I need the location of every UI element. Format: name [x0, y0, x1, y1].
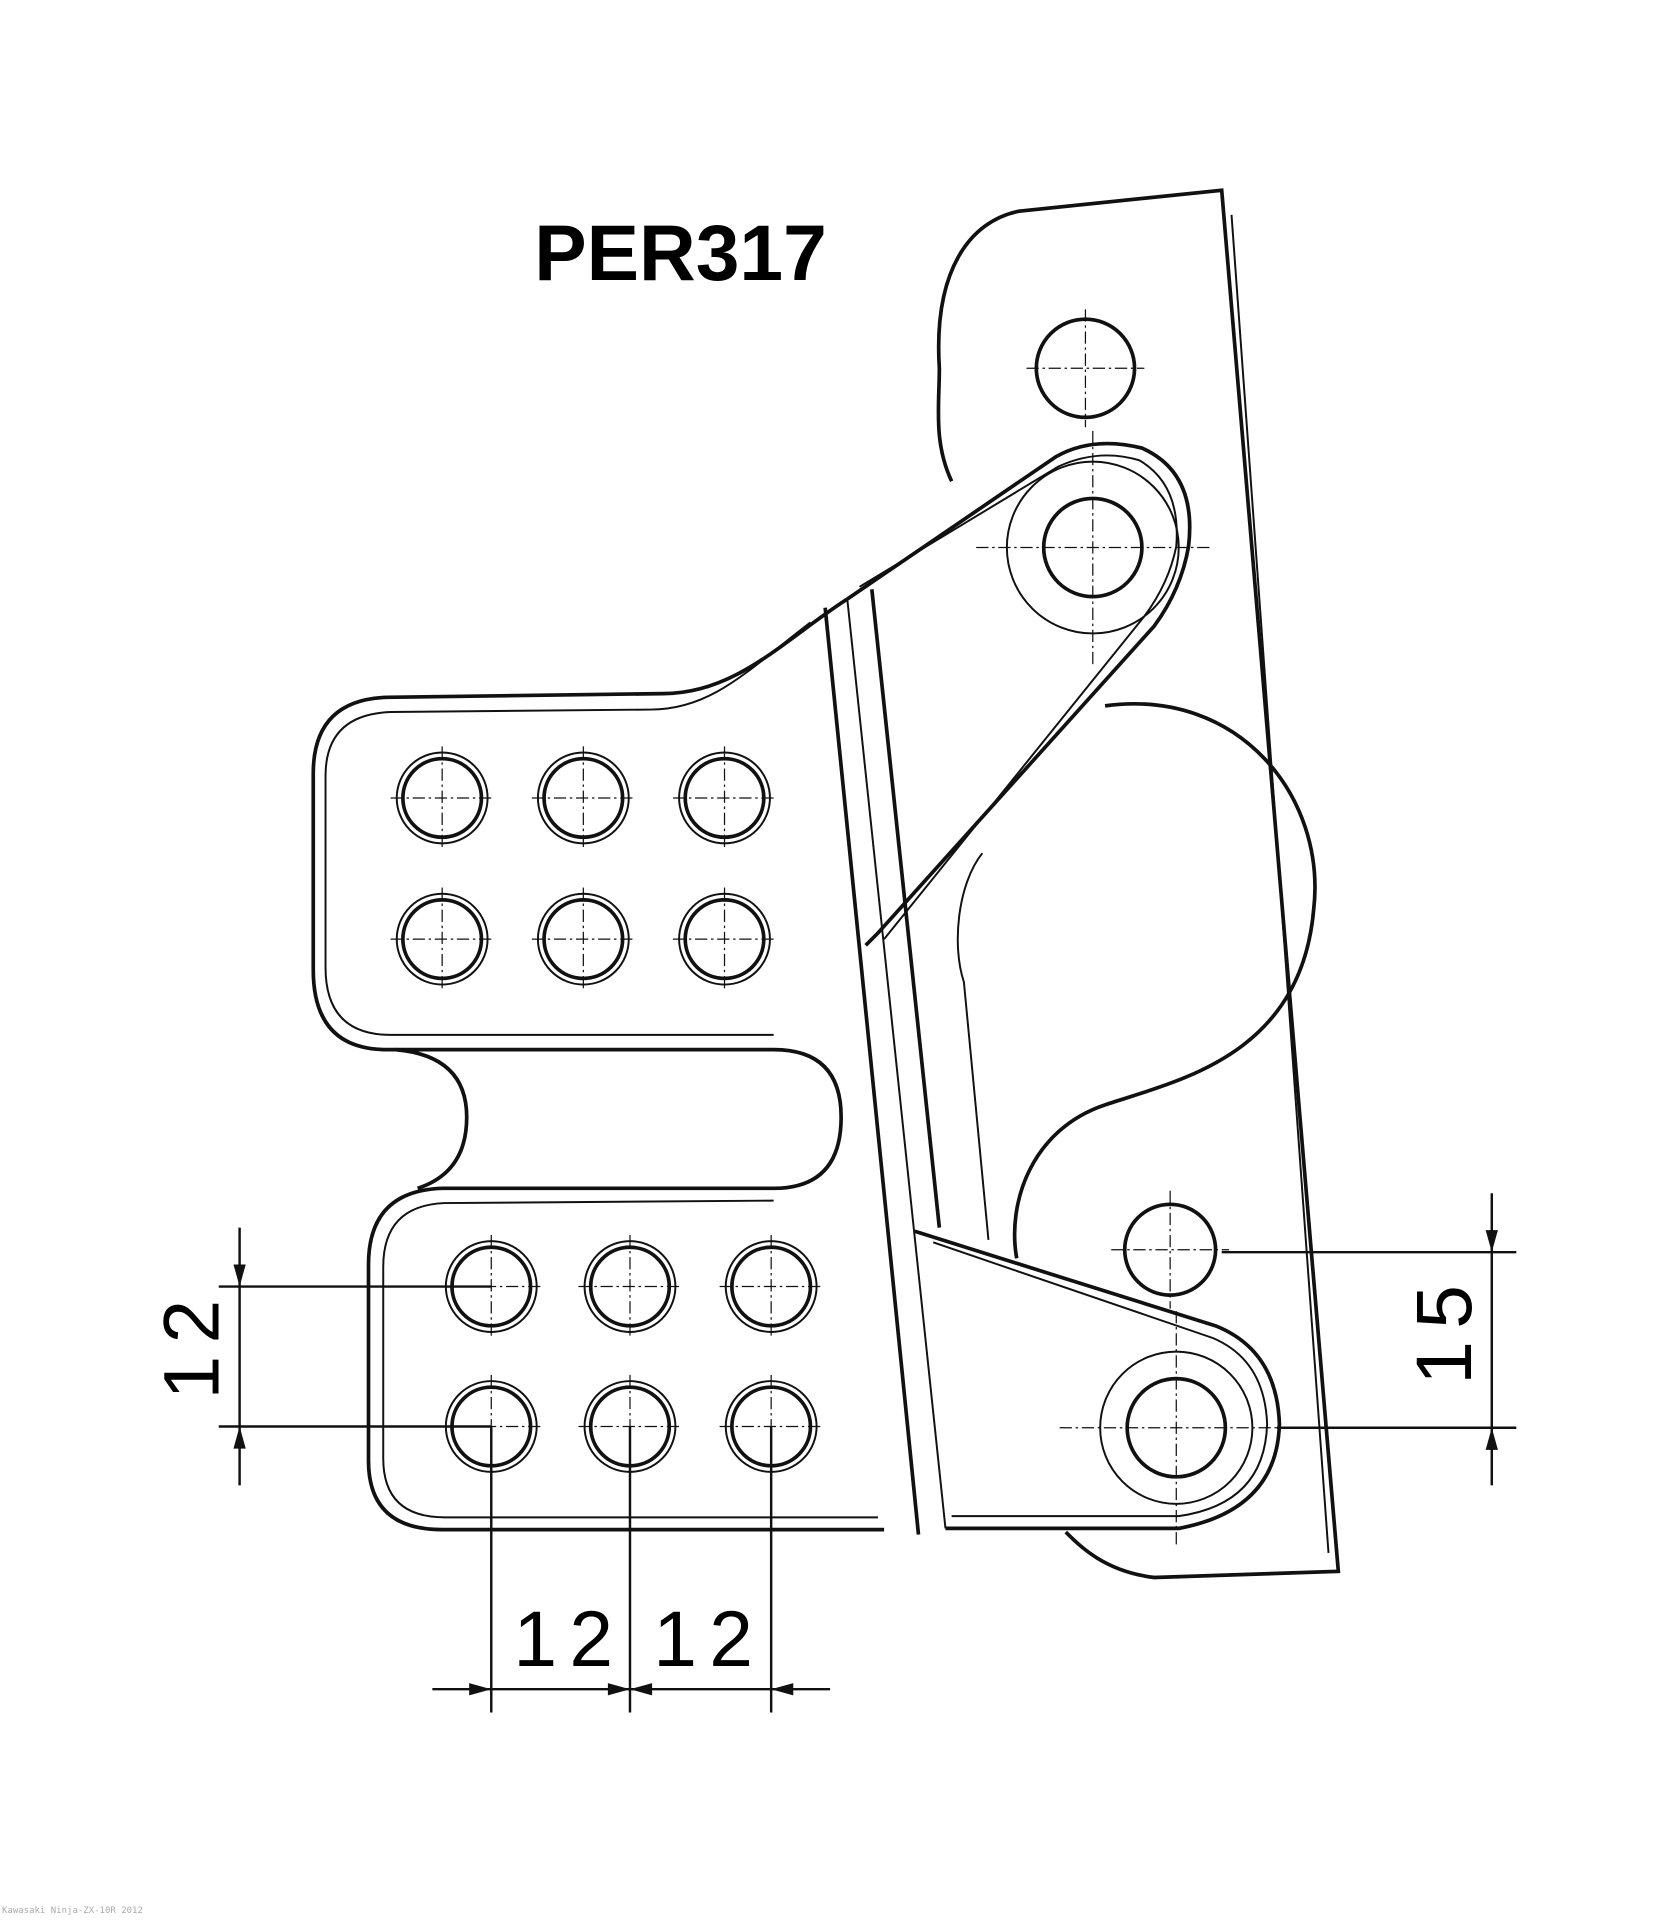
part-number: PER317	[534, 209, 827, 297]
dimension-vertical-15: 15	[1221, 1193, 1517, 1486]
dimension-label: 12	[513, 1595, 625, 1683]
large-cutout-arc	[1012, 702, 1317, 1259]
frame-bracket-outline	[936, 188, 1341, 1580]
dimension-label: 15	[1400, 1273, 1488, 1385]
lower-link-outline	[914, 1229, 1282, 1531]
footer-caption: Kawasaki Ninja-ZX-10R 2012	[2, 1906, 143, 1916]
dimension-horizontal-12-12: 12 12	[432, 1426, 831, 1713]
dimension-vertical-12: 12	[148, 1227, 492, 1486]
footpeg-plate-outline	[311, 597, 885, 1532]
upper-link-outline	[846, 441, 1192, 947]
dimension-label: 12	[653, 1595, 765, 1683]
bracket-inner-edge	[1230, 214, 1330, 1554]
mounting-holes	[390, 309, 1293, 1545]
dimension-label: 12	[148, 1288, 236, 1400]
